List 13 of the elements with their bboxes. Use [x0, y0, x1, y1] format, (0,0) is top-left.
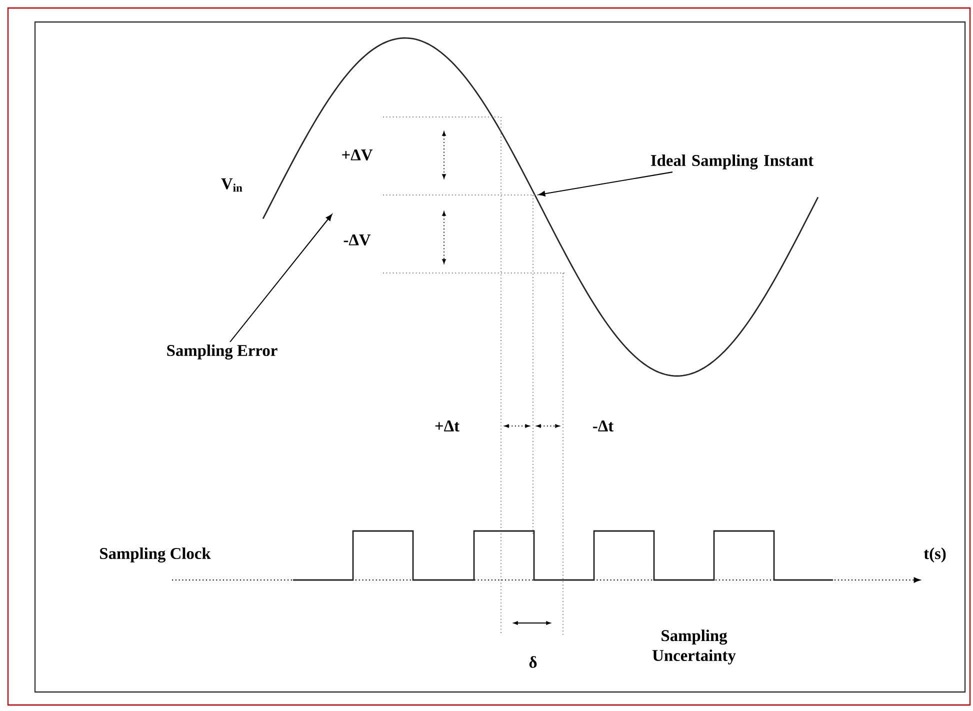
time-label: -Δt: [593, 420, 614, 432]
leader-text: Ideal Sampling Instant: [650, 154, 814, 170]
signal-label: Sampling Clock: [100, 548, 211, 562]
voltage-label: +ΔV: [342, 149, 373, 161]
dimension-label: δ: [529, 656, 537, 668]
voltage-label: -ΔV: [344, 234, 371, 246]
axis-label: t(s): [924, 548, 946, 562]
leader-text: Sampling Error: [167, 344, 278, 360]
signal-label: V$_{in}$: [221, 178, 242, 192]
note-text: Sampling Uncertainty: [652, 630, 736, 664]
leader-line: [230, 214, 332, 342]
leader-line: [538, 172, 673, 196]
time-label: +Δt: [435, 420, 460, 432]
